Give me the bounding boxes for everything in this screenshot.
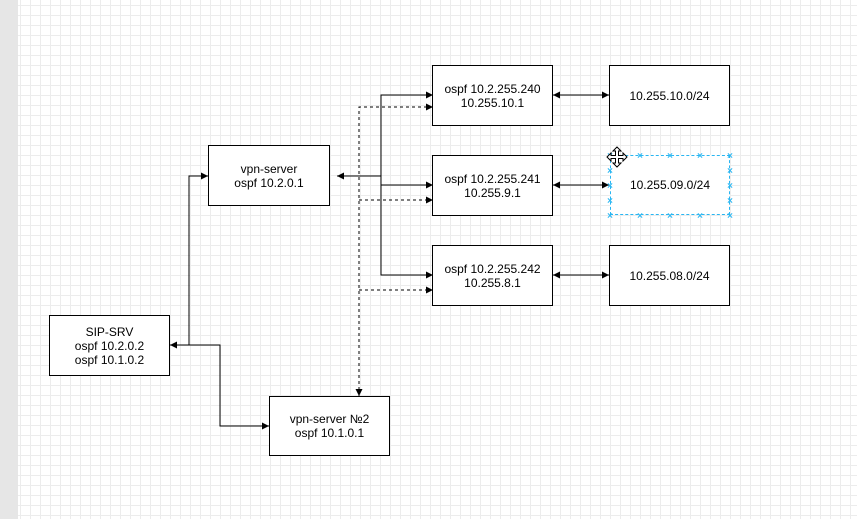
node-label-line: ospf 10.2.255.242	[444, 261, 541, 276]
resize-handle-s1[interactable]	[637, 212, 643, 218]
node-sip-srv[interactable]: SIP-SRV ospf 10.2.0.2 ospf 10.1.0.2	[49, 315, 170, 376]
node-ospf-242[interactable]: ospf 10.2.255.242 10.255.8.1	[432, 245, 553, 306]
node-label-line: ospf 10.2.0.1	[234, 175, 304, 190]
node-label-line: ospf 10.2.0.2	[74, 338, 145, 353]
resize-handle-w2[interactable]	[607, 197, 613, 203]
node-net-10[interactable]: 10.255.10.0/24	[609, 65, 730, 126]
resize-handle-n2[interactable]	[697, 152, 703, 158]
node-label-line: 10.255.9.1	[464, 185, 521, 200]
node-label-line: ospf 10.1.0.2	[74, 352, 145, 367]
node-label-line: 10.255.09.0/24	[629, 178, 711, 192]
resize-handle-s[interactable]	[667, 212, 673, 218]
resize-handle-s2[interactable]	[697, 212, 703, 218]
node-vpn-server[interactable]: vpn-server ospf 10.2.0.1	[208, 145, 330, 206]
resize-handle-e[interactable]	[727, 182, 733, 188]
node-label-line: ospf 10.1.0.1	[294, 426, 365, 440]
resize-handle-se[interactable]	[727, 212, 733, 218]
node-label-line: vpn-server	[240, 161, 298, 176]
node-label-line: 10.255.10.1	[460, 95, 525, 110]
node-net-08[interactable]: 10.255.08.0/24	[609, 245, 730, 306]
node-label-line: ospf 10.2.255.240	[444, 81, 541, 96]
node-label-line: vpn-server №2	[289, 412, 370, 426]
node-ospf-240[interactable]: ospf 10.2.255.240 10.255.10.1	[432, 65, 553, 126]
node-label-line: SIP-SRV	[85, 324, 134, 339]
resize-handle-sw[interactable]	[607, 212, 613, 218]
resize-handle-n1[interactable]	[637, 152, 643, 158]
edge-vpn-server-2-ospf-240[interactable]	[355, 103, 433, 396]
edge-sip-srv-vpn-server-2[interactable]	[189, 344, 269, 430]
node-label-line: ospf 10.2.255.241	[444, 171, 541, 186]
node-label-line: 10.255.08.0/24	[629, 268, 710, 283]
node-vpn-server-2[interactable]: vpn-server №2 ospf 10.1.0.1	[269, 396, 390, 456]
edge-sip-srv-vpn-server[interactable]	[170, 172, 208, 349]
node-ospf-241[interactable]: ospf 10.2.255.241 10.255.9.1	[432, 155, 553, 216]
move-cursor-icon	[606, 146, 628, 168]
node-label-line: 10.255.10.0/24	[629, 88, 710, 103]
edge-vpn-server-ospf-241[interactable]	[380, 176, 433, 189]
resize-handle-n[interactable]	[667, 152, 673, 158]
node-net-09[interactable]: 10.255.09.0/24	[610, 155, 730, 215]
resize-handle-e2[interactable]	[727, 197, 733, 203]
node-label-line: 10.255.8.1	[464, 275, 521, 290]
resize-handle-w[interactable]	[607, 182, 613, 188]
edge-vpn-server-ospf-242[interactable]	[380, 185, 433, 279]
resize-handle-e1[interactable]	[727, 167, 733, 173]
resize-handle-ne[interactable]	[727, 152, 733, 158]
